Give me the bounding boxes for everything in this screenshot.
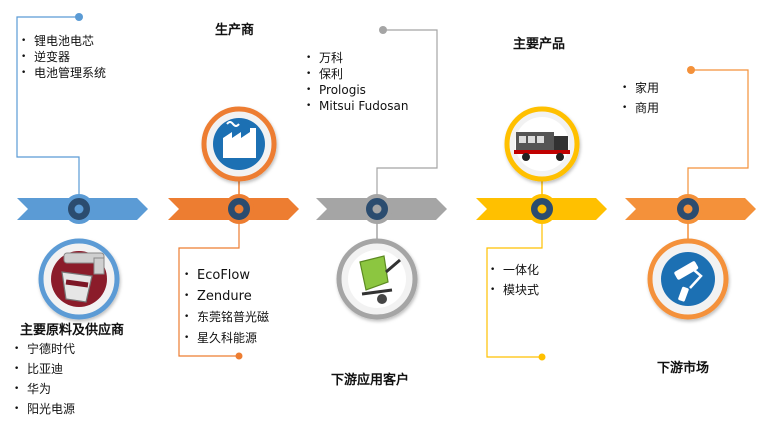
list-item: 家用 (622, 78, 659, 98)
list-item: 模块式 (490, 280, 539, 300)
list-item: 万科 (306, 50, 408, 66)
connector-line-4b (486, 222, 543, 358)
stage-list-2: EcoFlow Zendure 东莞铭普光磁 星久科能源 (184, 265, 269, 349)
list-item: 阳光电源 (14, 399, 75, 419)
connector-dot-4 (538, 353, 546, 361)
stage-title-3: 下游应用客户 (331, 373, 410, 388)
connector-line-2b (178, 222, 240, 357)
connector-dot-5 (687, 66, 695, 74)
stage-title-4: 主要产品 (513, 37, 566, 52)
connector-line-5a (687, 69, 749, 196)
top-list-item: 锂电池电芯 (21, 33, 106, 49)
factory-icon (201, 106, 277, 182)
connector-line-1 (16, 16, 80, 205)
list-item: 一体化 (490, 260, 539, 280)
list-item: Prologis (306, 82, 408, 98)
top-list-item: 电池管理系统 (21, 65, 106, 81)
hub-node-4 (527, 194, 557, 224)
list-item: EcoFlow (184, 265, 269, 286)
stage-title-2: 生产商 (215, 23, 255, 38)
cement-mixer-icon (336, 238, 418, 320)
list-item: 比亚迪 (14, 359, 75, 379)
faucet-bucket-icon (38, 238, 120, 320)
connector-dot-3 (379, 26, 387, 34)
connector-dot-1 (75, 13, 83, 21)
list-item: 商用 (622, 98, 659, 118)
connector-dot-2 (235, 352, 243, 360)
list-item: 星久科能源 (184, 328, 269, 349)
stage-title-5: 下游市场 (657, 361, 710, 376)
top-list: 锂电池电芯 逆变器 电池管理系统 (21, 33, 106, 81)
hub-node-5 (673, 194, 703, 224)
list-item: Mitsui Fudosan (306, 98, 408, 114)
list-item: 保利 (306, 66, 408, 82)
list-item: 东莞铭普光磁 (184, 307, 269, 328)
hub-node-1 (64, 194, 94, 224)
hub-node-2 (224, 194, 254, 224)
hub-node-3 (362, 194, 392, 224)
list-item: 宁德时代 (14, 339, 75, 359)
stage-title-1: 主要原料及供应商 (20, 323, 125, 338)
connector-line-3a (376, 29, 438, 196)
stage-list-3: 万科 保利 Prologis Mitsui Fudosan (306, 50, 408, 114)
stage-list-4: 一体化 模块式 (490, 260, 539, 300)
stage-list-5: 家用 商用 (622, 78, 659, 118)
truck-icon (504, 106, 580, 182)
list-item: Zendure (184, 286, 269, 307)
paint-roller-icon (647, 238, 729, 320)
list-item: 华为 (14, 379, 75, 399)
top-list-item: 逆变器 (21, 49, 106, 65)
stage-list-1: 宁德时代 比亚迪 华为 阳光电源 (14, 339, 75, 419)
